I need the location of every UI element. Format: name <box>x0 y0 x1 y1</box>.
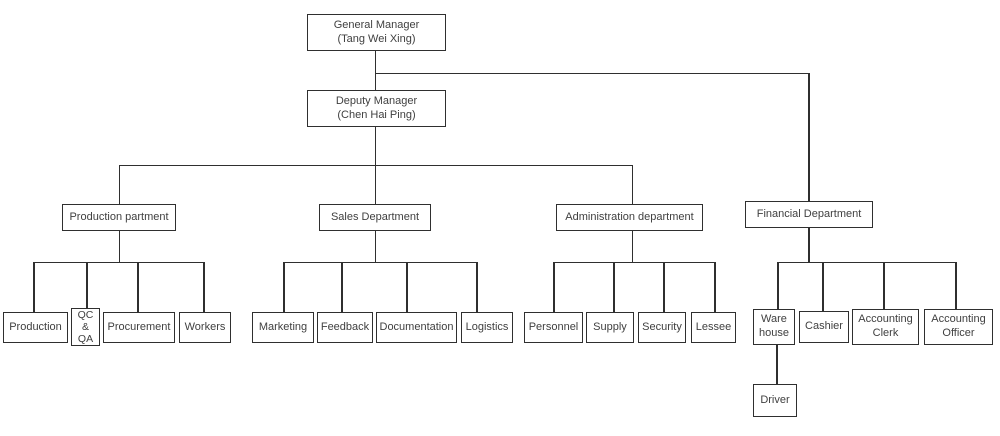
connector-drop-financial <box>808 72 810 202</box>
connector-drop-personnel <box>553 261 555 313</box>
node-workers: Workers <box>179 312 231 343</box>
connector-drop-workers <box>203 261 205 313</box>
node-production: Production <box>3 312 68 343</box>
connector-production-dept-stem <box>118 231 120 262</box>
node-feedback: Feedback <box>317 312 373 343</box>
connector-drop-cashier <box>822 261 824 312</box>
connector-drop-logistics <box>476 261 478 313</box>
connector-drop-documentation <box>406 261 408 313</box>
node-procurement: Procurement <box>103 312 175 343</box>
connector-drop-procurement <box>137 261 139 313</box>
connector-drop-accounting-clerk <box>883 261 885 310</box>
connector-gm-to-deputy <box>374 51 377 90</box>
node-accounting-officer: Accounting Officer <box>924 309 993 345</box>
node-supply: Supply <box>586 312 634 343</box>
node-driver: Driver <box>753 384 797 417</box>
node-qc-qa: QC & QA <box>71 308 100 346</box>
node-personnel: Personnel <box>524 312 583 343</box>
connector-drop-security <box>663 261 665 313</box>
node-documentation: Documentation <box>376 312 457 343</box>
node-administration-department: Administration department <box>556 204 703 231</box>
connector-drop-marketing <box>283 261 285 313</box>
connector-financial-dept-stem <box>808 228 810 262</box>
connector-drop-accounting-officer <box>955 261 957 310</box>
connector-admin-bus <box>553 261 714 263</box>
node-cashier: Cashier <box>799 311 849 343</box>
node-deputy-manager: Deputy Manager (Chen Hai Ping) <box>307 90 446 127</box>
node-general-manager: General Manager (Tang Wei Xing) <box>307 14 446 51</box>
connector-warehouse-to-driver <box>776 344 778 384</box>
connector-drop-qc-qa <box>86 261 88 309</box>
node-accounting-clerk: Accounting Clerk <box>852 309 919 345</box>
node-financial-department: Financial Department <box>745 201 873 228</box>
connector-drop-lessee <box>714 261 716 313</box>
connector-drop-supply <box>613 261 615 313</box>
connector-drop-administration-dept <box>631 164 633 205</box>
node-logistics: Logistics <box>461 312 513 343</box>
node-warehouse: Ware house <box>753 309 795 345</box>
connector-drop-production-dept <box>118 164 120 205</box>
connector-sales-dept-stem <box>374 231 377 262</box>
connector-production-bus <box>33 261 203 263</box>
node-production-department: Production partment <box>62 204 176 231</box>
connector-drop-feedback <box>341 261 343 313</box>
node-sales-department: Sales Department <box>319 204 431 231</box>
connector-sales-bus <box>283 261 476 263</box>
connector-drop-production <box>33 261 35 313</box>
node-lessee: Lessee <box>691 312 736 343</box>
node-security: Security <box>638 312 686 343</box>
connector-level3-bus <box>118 164 633 166</box>
connector-drop-warehouse <box>777 261 779 310</box>
connector-financial-bus <box>777 261 955 263</box>
connector-gm-branch-right <box>374 72 809 74</box>
node-marketing: Marketing <box>252 312 314 343</box>
connector-admin-dept-stem <box>631 231 633 262</box>
